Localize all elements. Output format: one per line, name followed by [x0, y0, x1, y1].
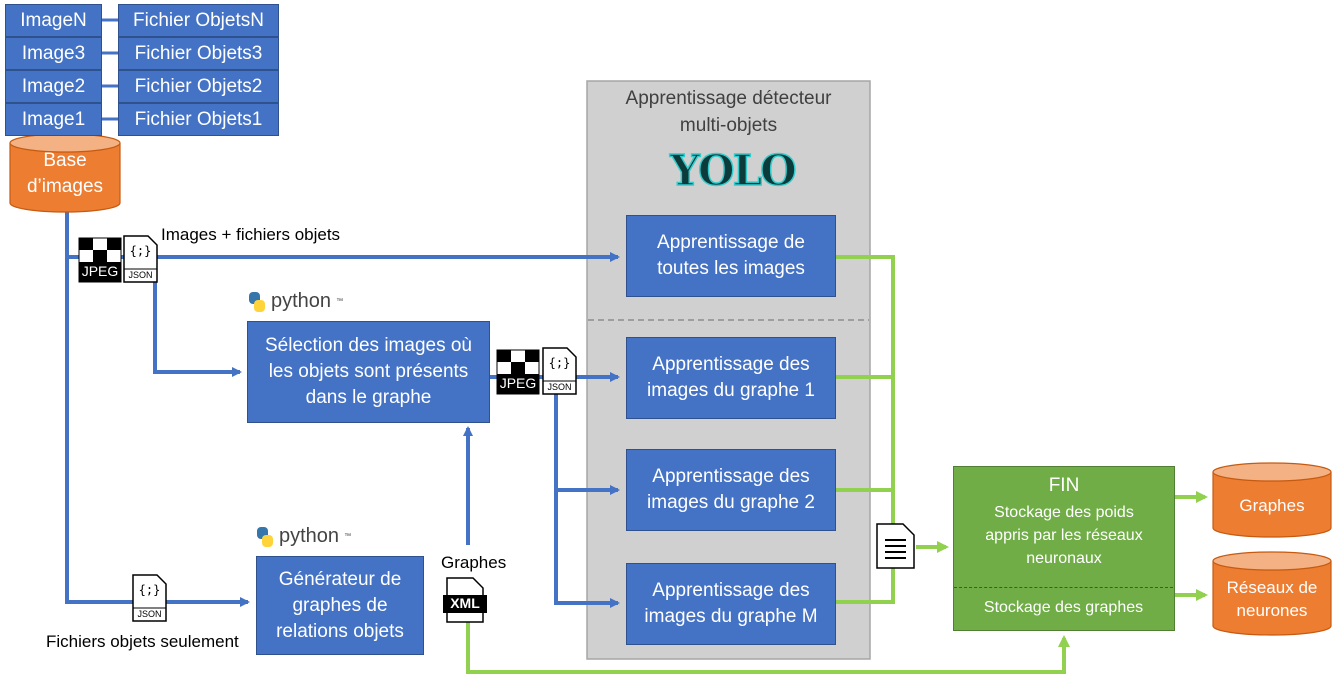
box-line: toutes les images	[657, 258, 805, 279]
train-graphM-box: Apprentissage des images du graphe M	[626, 563, 836, 645]
json-icon-label: JSON	[547, 382, 572, 392]
jpeg-icon-label: JPEG	[81, 263, 119, 279]
fin-title: FIN	[1048, 475, 1080, 496]
jpeg-icon	[78, 237, 122, 283]
graphs-output-label: Graphes	[1239, 496, 1305, 515]
document-icon	[876, 523, 915, 569]
json-icon-glyph: {;}	[138, 583, 161, 597]
xml-icon-label: XML	[450, 595, 480, 611]
image-cell: Image3	[5, 37, 102, 70]
json-icon-label: JSON	[137, 609, 162, 619]
database-label-line: Base	[43, 150, 87, 171]
train-graph1-box: Apprentissage des images du graphe 1	[626, 337, 836, 419]
image-cell: Image2	[5, 70, 102, 103]
selection-box: Sélection des images où les objets sont …	[247, 321, 490, 423]
python-logo-icon	[257, 527, 273, 547]
training-group-title-line: multi-objets	[679, 115, 778, 136]
arrow-files-to-generator	[65, 210, 250, 607]
fin-weights-text: Stockage des poids appris par les réseau…	[954, 501, 1174, 570]
fin-line: neuronaux	[1026, 550, 1102, 567]
box-line: les objets sont présents	[268, 361, 469, 382]
json-icon-label: JSON	[128, 270, 153, 280]
arrow-graphs-to-fin	[466, 621, 1070, 674]
json-icon	[123, 235, 158, 283]
json-icon-glyph: {;}	[548, 356, 571, 370]
yolo-logo: YOLO	[669, 145, 797, 196]
neural-networks-cylinder	[1212, 551, 1332, 636]
database-label: Base d’images	[10, 148, 120, 200]
green-collector	[836, 255, 895, 604]
python-text: python	[271, 290, 332, 312]
arrow-images-to-selection	[153, 257, 242, 377]
image-file-links	[102, 18, 118, 121]
box-line: Générateur de	[278, 568, 402, 590]
label-files-only: Fichiers objets seulement	[46, 632, 239, 651]
box-line: relations objets	[276, 620, 404, 642]
box-line: Apprentissage des	[652, 466, 810, 487]
train-graph2-box: Apprentissage des images du graphe 2	[626, 449, 836, 531]
fin-line: Stockage des poids	[994, 504, 1134, 521]
database-cylinder	[9, 133, 121, 213]
box-line: images du graphe M	[644, 606, 818, 627]
nn-line: Réseaux de	[1226, 578, 1318, 597]
nn-line: neurones	[1236, 601, 1308, 620]
image-cell: ImageN	[5, 4, 102, 37]
training-group-title-line: Apprentissage détecteur	[625, 88, 832, 109]
xml-icon	[443, 577, 487, 623]
box-line: images du graphe 2	[647, 492, 815, 513]
training-group-title: Apprentissage détecteur multi-objets	[587, 85, 870, 139]
neural-networks-output-label: Réseaux de neurones	[1213, 576, 1331, 622]
image-cell: Image1	[5, 103, 102, 136]
graphs-cylinder	[1212, 462, 1332, 538]
fin-line: appris par les réseaux	[985, 527, 1143, 544]
label-images-files: Images + fichiers objets	[161, 225, 341, 244]
train-all-box: Apprentissage de toutes les images	[626, 215, 836, 297]
box-line: images du graphe 1	[647, 380, 815, 401]
box-line: graphes de	[292, 594, 388, 616]
fin-graphs-storage: Stockage des graphes	[983, 599, 1144, 616]
fin-box: FIN Stockage des poids appris par les ré…	[953, 466, 1175, 631]
file-cell: Fichier ObjetsN	[118, 4, 279, 37]
json-icon	[542, 347, 577, 395]
python-logo-icon	[249, 292, 265, 312]
box-line: Apprentissage des	[652, 354, 810, 375]
box-line: Apprentissage des	[652, 580, 810, 601]
file-cell: Fichier Objets2	[118, 70, 279, 103]
jpeg-icon-label: JPEG	[499, 375, 537, 391]
label-graphs: Graphes	[441, 553, 507, 572]
jpeg-icon	[496, 349, 540, 395]
file-cell: Fichier Objets1	[118, 103, 279, 136]
box-line: Sélection des images où	[264, 335, 472, 356]
file-cell: Fichier Objets3	[118, 37, 279, 70]
database-label-line: d’images	[26, 176, 104, 197]
json-icon-glyph: {;}	[129, 244, 152, 258]
arrow-selection-to-gm	[554, 377, 620, 608]
box-line: Apprentissage de	[657, 232, 805, 253]
fin-divider	[954, 587, 1173, 588]
box-line: dans le graphe	[305, 387, 432, 408]
python-text: python	[279, 525, 340, 547]
json-icon	[132, 574, 167, 622]
generator-box: Générateur de graphes de relations objet…	[256, 556, 424, 655]
